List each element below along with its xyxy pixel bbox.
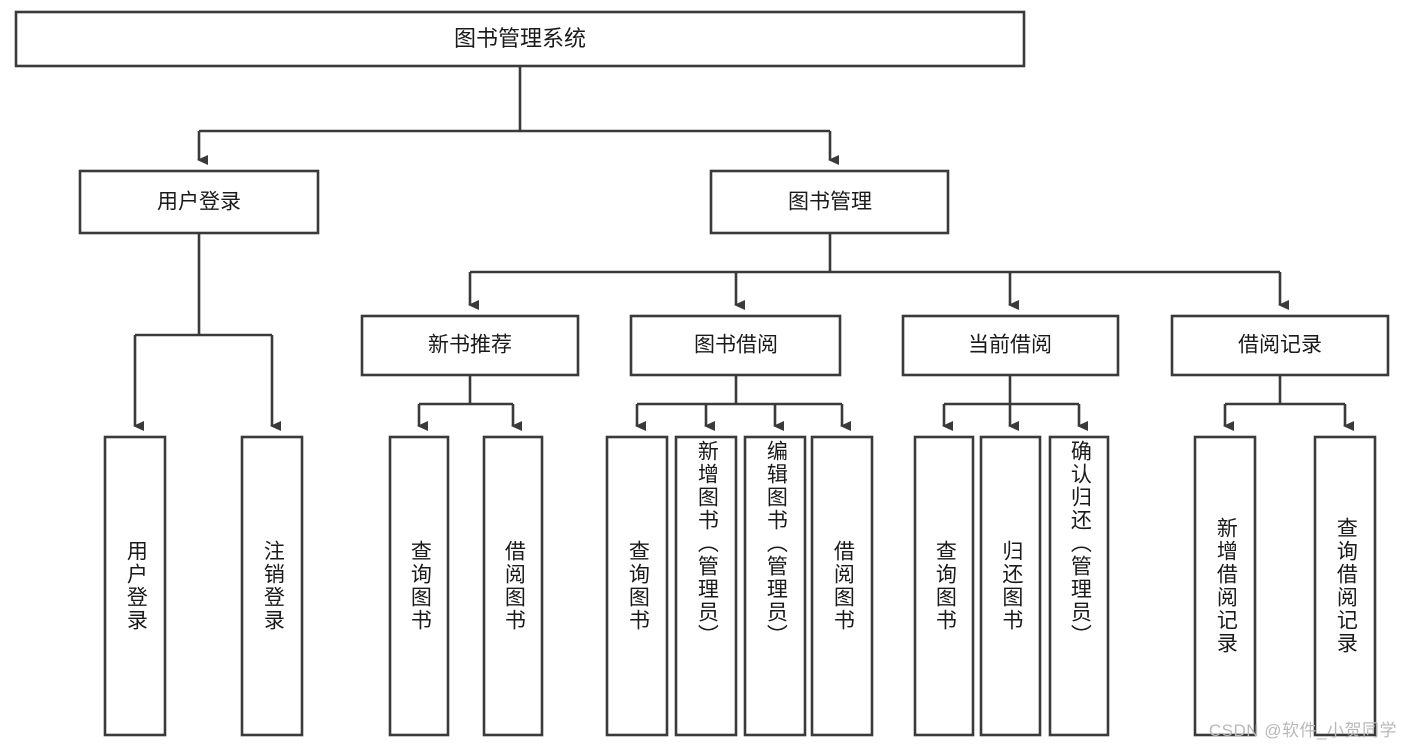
node-book-manage-label: 图书管理 (788, 191, 872, 214)
leaf-box-user-logout[interactable] (240, 435, 304, 737)
node-book-borrow-label: 图书借阅 (694, 334, 778, 357)
node-new-book-recommend[interactable]: 新书推荐 (360, 314, 580, 377)
leaf-box-query-book-1[interactable] (388, 435, 450, 737)
leaf-box-return-book[interactable] (979, 435, 1042, 737)
node-user-login[interactable]: 用户登录 (78, 169, 320, 235)
csdn-watermark: CSDN @软件_小贺同学 (1208, 721, 1397, 740)
leaf-box-edit-book[interactable] (743, 435, 807, 737)
node-root-box[interactable] (14, 10, 1026, 68)
node-borrow-record[interactable]: 借阅记录 (1170, 314, 1390, 377)
leaf-box-borrow-book-2[interactable] (810, 435, 874, 737)
leaf-box-query-record[interactable] (1313, 435, 1377, 737)
node-borrow-record-box[interactable] (1170, 314, 1390, 377)
leaf-box-add-book[interactable] (674, 435, 738, 737)
leaf-box-add-record[interactable] (1193, 435, 1257, 737)
leaf-box-user-login[interactable] (103, 435, 167, 737)
node-current-borrow-label: 当前借阅 (968, 334, 1052, 357)
node-new-book-recommend-label: 新书推荐 (428, 334, 512, 357)
node-new-book-recommend-box[interactable] (360, 314, 580, 377)
node-current-borrow-box[interactable] (901, 314, 1120, 377)
node-book-manage[interactable]: 图书管理 (709, 169, 950, 235)
leaf-box-query-book-2[interactable] (605, 435, 669, 737)
node-book-borrow[interactable]: 图书借阅 (629, 314, 842, 377)
leaf-box-borrow-book-1[interactable] (482, 435, 544, 737)
node-root-label: 图书管理系统 (454, 26, 586, 51)
connectors (133, 66, 1354, 431)
leaf-box-query-book-3[interactable] (913, 435, 975, 737)
node-user-login-label: 用户登录 (157, 191, 241, 214)
node-book-manage-box[interactable] (709, 169, 950, 235)
node-book-borrow-box[interactable] (629, 314, 842, 377)
node-borrow-record-label: 借阅记录 (1238, 334, 1322, 357)
node-user-login-box[interactable] (78, 169, 320, 235)
node-root[interactable]: 图书管理系统 (14, 10, 1026, 68)
leaf-boxes (103, 435, 1377, 737)
node-current-borrow[interactable]: 当前借阅 (901, 314, 1120, 377)
leaf-box-confirm-return[interactable] (1048, 435, 1110, 737)
